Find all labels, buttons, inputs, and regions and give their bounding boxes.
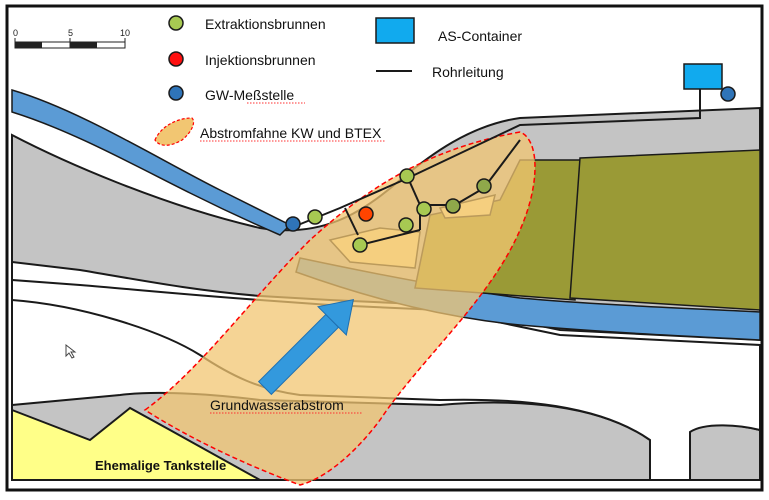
- scale-tick-label: 0: [13, 28, 18, 38]
- extraction-well: [476, 178, 492, 194]
- as-container: [683, 63, 723, 90]
- container-legend-label: AS-Container: [438, 28, 522, 44]
- map-frame-border: [5, 4, 764, 492]
- former-station-area: [11, 406, 264, 481]
- scale-bar: 0 5 10: [13, 28, 130, 49]
- injection-well: [358, 206, 374, 222]
- extraction-well: [399, 168, 415, 184]
- scale-tick-label: 5: [68, 28, 73, 38]
- extraction-well: [445, 198, 461, 214]
- extraction-well: [398, 217, 414, 233]
- extraction-well: [352, 237, 368, 253]
- pipe-legend-label: Rohrleitung: [432, 64, 504, 80]
- plume-legend-label: Abstromfahne KW und BTEX: [200, 125, 382, 141]
- legend: Extraktionsbrunnen Injektionsbrunnen GW-…: [154, 15, 522, 146]
- field-far-right: [569, 149, 761, 311]
- injection-legend-icon: [168, 51, 184, 67]
- extraction-well: [416, 201, 432, 217]
- scale-tick-label: 10: [120, 28, 130, 38]
- site-label: Ehemalige Tankstelle: [95, 458, 226, 473]
- flow-label: Grundwasserabstrom: [210, 397, 344, 413]
- groundwater-flow-arrow: [257, 298, 355, 396]
- injection-legend-label: Injektionsbrunnen: [205, 52, 316, 68]
- plume-legend-icon: [154, 117, 195, 146]
- gw-monitoring-well: [720, 86, 736, 102]
- gw-legend-label: GW-Meßstelle: [205, 87, 294, 103]
- river: [11, 88, 292, 236]
- pipeline-network: [297, 88, 701, 246]
- cursor-icon: [65, 343, 77, 359]
- gw-monitoring-well: [285, 216, 301, 232]
- gw-legend-icon: [168, 85, 184, 101]
- container-legend-icon: [375, 17, 415, 44]
- extraction-well: [307, 209, 323, 225]
- extraction-legend-label: Extraktionsbrunnen: [205, 16, 326, 32]
- extraction-legend-icon: [168, 15, 184, 31]
